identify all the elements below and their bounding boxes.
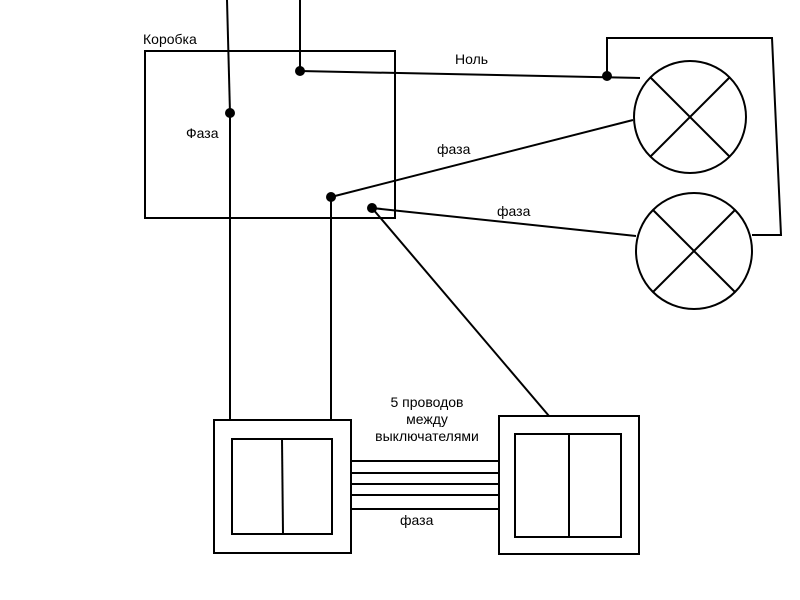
junction-dot <box>602 71 612 81</box>
lamp-1 <box>633 60 747 174</box>
inter-switch-wires <box>351 460 499 510</box>
neutral-label: Ноль <box>455 51 488 67</box>
lamp-2-circle <box>635 192 753 310</box>
junction-dot <box>367 203 377 213</box>
junction-dot <box>295 66 305 76</box>
junction-dot <box>225 108 235 118</box>
phase-lamp1-label: фаза <box>437 141 471 157</box>
switch-left <box>213 419 352 554</box>
incoming-phase-wire <box>226 0 231 114</box>
switch-right <box>498 415 640 555</box>
lamp-1-circle <box>633 60 747 174</box>
lamp2-phase-wire <box>371 207 637 237</box>
phase-bottom-label: фаза <box>400 512 434 528</box>
junction-dot <box>326 192 336 202</box>
wires-label-line2: между <box>406 411 448 427</box>
lamp-2-cross-b <box>652 209 736 293</box>
lamp-1-cross-b <box>649 76 731 158</box>
lamp1-phase-wire <box>330 119 634 198</box>
junction-box <box>144 50 396 219</box>
switch-left-frame <box>213 419 352 554</box>
wires-label-line1: 5 проводов <box>391 394 464 410</box>
switch-return-wire-2 <box>371 207 550 417</box>
box-label: Коробка <box>143 31 197 47</box>
phase-lamp2-label: фаза <box>497 203 531 219</box>
lamp-2 <box>635 192 753 310</box>
phase-in-label: Фаза <box>186 125 219 141</box>
switch-left-divider <box>281 438 284 535</box>
neutral-loop-wire <box>606 37 783 236</box>
neutral-wire <box>299 70 641 79</box>
wires-label-line3: выключателями <box>375 428 479 444</box>
